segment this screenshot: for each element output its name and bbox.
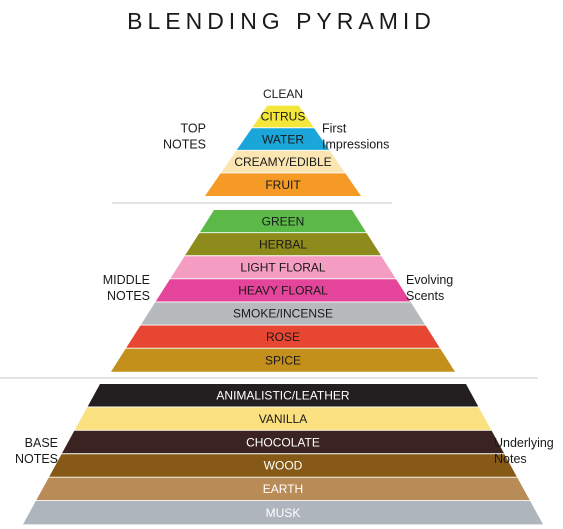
band-citrus <box>252 105 314 128</box>
tier-label-line: NOTES <box>163 138 206 152</box>
band-spice <box>111 348 455 372</box>
band-animalistic-leather <box>87 384 479 407</box>
tier-description-line: Impressions <box>322 138 389 152</box>
band-water <box>236 128 330 150</box>
band-chocolate <box>62 430 504 454</box>
page-title: BLENDING PYRAMID <box>127 8 436 34</box>
tier-label-line: TOP <box>181 122 206 136</box>
band-musk <box>23 501 543 525</box>
tier-description-line: First <box>322 122 347 136</box>
band-smoke-incense <box>141 302 425 325</box>
band-label-citrus: CITRUS <box>261 110 306 124</box>
band-label-green: GREEN <box>262 214 305 228</box>
band-label-rose: ROSE <box>266 330 300 344</box>
band-heavy-floral <box>155 279 411 302</box>
tier-label-line: NOTES <box>15 452 58 466</box>
band-green <box>199 210 367 233</box>
band-label-earth: EARTH <box>263 482 303 496</box>
band-label-herbal: HERBAL <box>259 237 307 251</box>
band-label-wood: WOOD <box>264 459 303 473</box>
band-wood <box>49 454 517 477</box>
band-label-musk: MUSK <box>266 506 301 520</box>
band-fruit <box>205 173 361 196</box>
band-herbal <box>185 233 381 256</box>
band-rose <box>126 325 440 348</box>
tier-label-line: MIDDLE <box>103 273 150 287</box>
band-label-spice: SPICE <box>265 353 301 367</box>
band-label-light-floral: LIGHT FLORAL <box>240 261 325 275</box>
band-creamy-edible <box>221 150 345 173</box>
tier-label-line: BASE <box>25 436 58 450</box>
band-label-vanilla: VANILLA <box>259 412 307 426</box>
tier-description-line: Underlying <box>494 436 554 450</box>
band-label-smoke-incense: SMOKE/INCENSE <box>233 307 333 321</box>
band-label-animalistic-leather: ANIMALISTIC/LEATHER <box>216 388 349 402</box>
band-label-clean: CLEAN <box>263 87 303 101</box>
band-label-heavy-floral: HEAVY FLORAL <box>238 284 328 298</box>
band-light-floral <box>170 256 396 279</box>
band-label-chocolate: CHOCOLATE <box>246 435 320 449</box>
tier-description-line: Scents <box>406 289 444 303</box>
tier-label-line: NOTES <box>107 289 150 303</box>
band-label-fruit: FRUIT <box>265 178 301 192</box>
band-earth <box>36 477 530 501</box>
band-label-creamy-edible: CREAMY/EDIBLE <box>234 155 331 169</box>
band-vanilla <box>74 407 492 430</box>
band-clean <box>268 83 298 105</box>
band-label-water: WATER <box>262 132 304 146</box>
tier-description-line: Evolving <box>406 273 453 287</box>
tier-description-line: Notes <box>494 452 527 466</box>
